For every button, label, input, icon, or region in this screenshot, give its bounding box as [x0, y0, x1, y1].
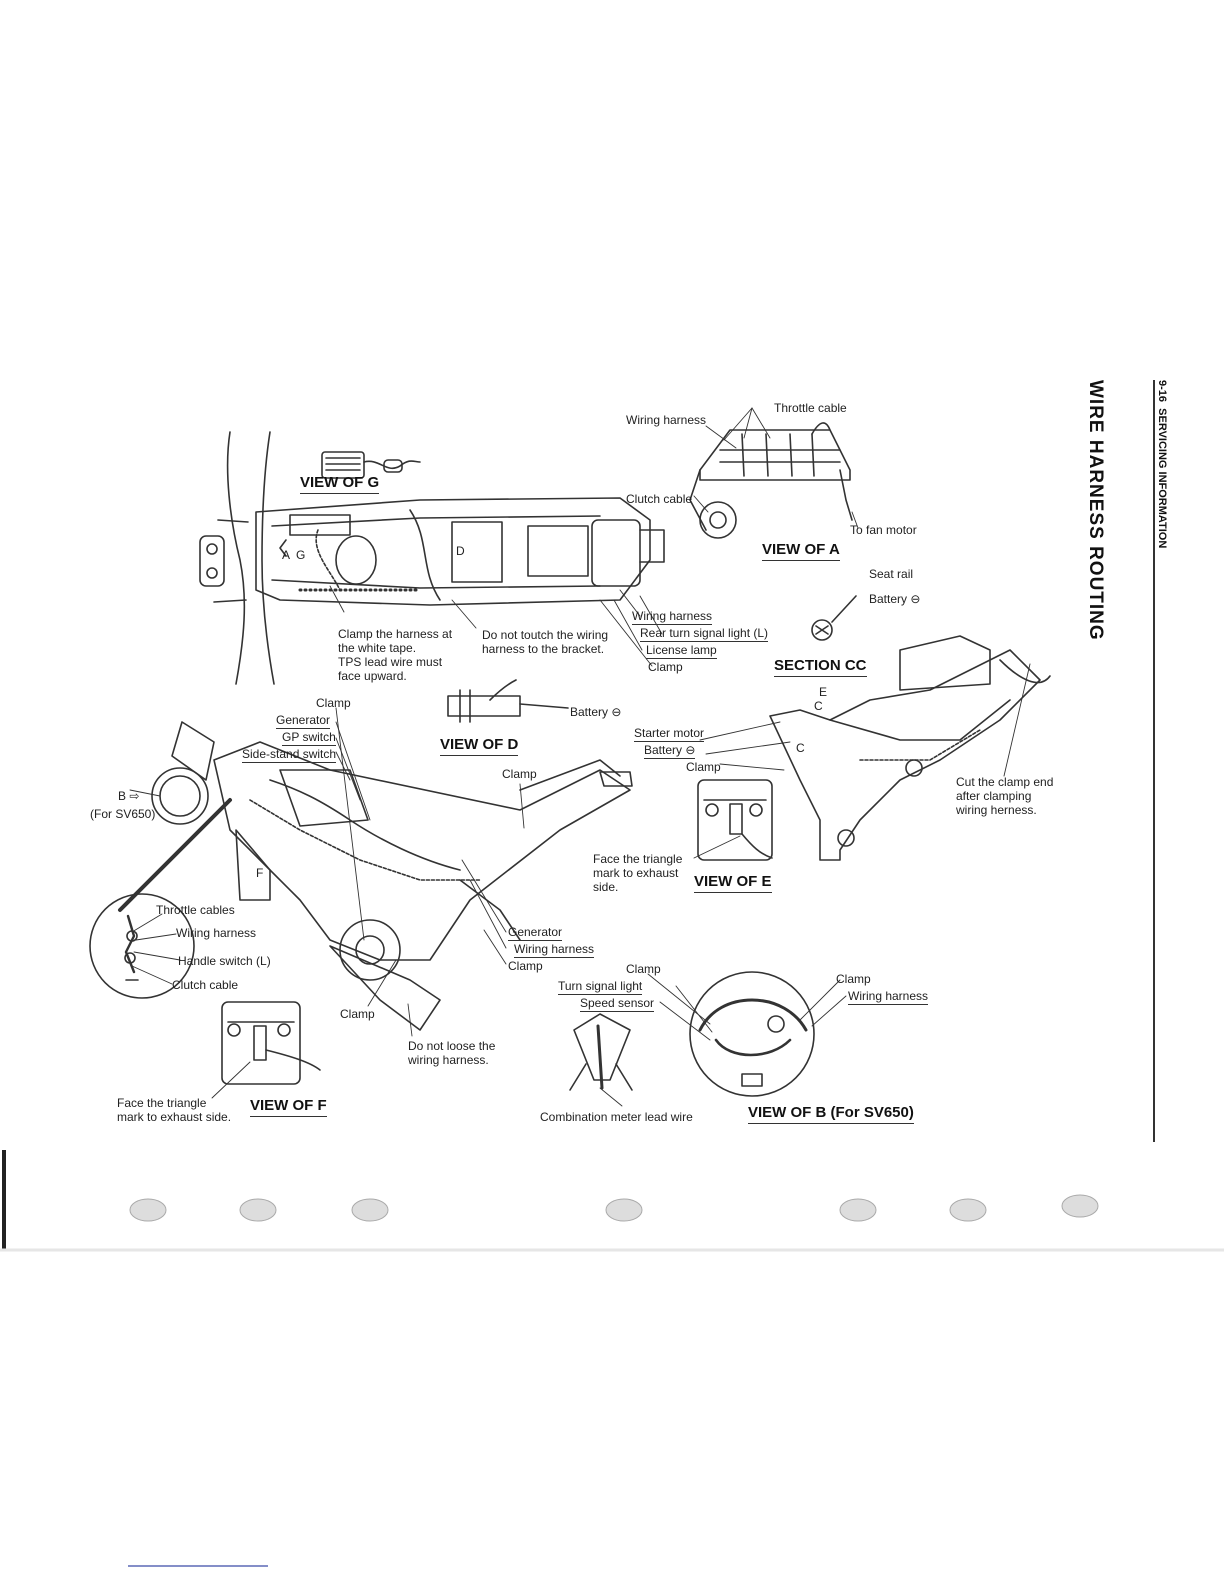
- view-f-note: Face the triangle mark to exhaust side.: [117, 1096, 231, 1124]
- view-f-note-line: mark to exhaust side.: [117, 1110, 232, 1124]
- view-a-to-fan-motor: To fan motor: [850, 523, 917, 537]
- view-e-note-line: Face the triangle: [593, 852, 683, 866]
- letter-c-top: C: [814, 699, 823, 713]
- view-d-battery: Battery ⊖: [570, 705, 622, 719]
- view-e-part: [697, 779, 773, 861]
- bracket-note: Do not toutch the wiring harness to the …: [482, 628, 608, 656]
- turn-signal-label: Turn signal light: [558, 979, 643, 995]
- view-e-note-line: side.: [593, 880, 619, 894]
- side-stand-switch-label: Side-stand switch: [242, 747, 337, 763]
- headlight-detail: [689, 971, 815, 1097]
- clamp-note-line: Clamp the harness at: [338, 627, 453, 641]
- section-cc-part: [811, 595, 857, 641]
- top-view-motorcycle: [199, 431, 665, 685]
- view-g-part: [321, 451, 421, 479]
- bracket-note-line: Do not toutch the wiring: [482, 628, 609, 642]
- meter-lead-label: Combination meter lead wire: [540, 1110, 693, 1124]
- letter-a: A: [282, 548, 291, 562]
- leader-lines: [129, 407, 1031, 1107]
- rear-clamp-label: Clamp: [686, 760, 721, 774]
- lower-clamp-label: Clamp: [508, 959, 543, 973]
- do-not-loose-line: Do not loose the: [408, 1039, 496, 1053]
- do-not-loose-note: Do not loose the wiring harness.: [408, 1039, 495, 1067]
- headlight-wiring-harness: Wiring harness: [848, 989, 929, 1005]
- headlight-clamp-left: Clamp: [626, 962, 661, 976]
- view-e-note-line: mark to exhaust: [593, 866, 679, 880]
- bracket-note-line: harness to the bracket.: [482, 642, 605, 656]
- side-generator-label: Generator: [276, 713, 331, 729]
- page-number: 9-16: [1156, 380, 1168, 403]
- side-gp-switch-label: GP switch: [282, 730, 336, 746]
- throttle-cables-label: Throttle cables: [156, 903, 235, 917]
- punch-holes: [129, 1194, 1099, 1222]
- lower-wiring-harness-label: Wiring harness: [514, 942, 595, 958]
- page-title: WIRE HARNESS ROUTING: [1084, 380, 1106, 641]
- view-a-clutch-cable: Clutch cable: [626, 492, 693, 506]
- clamp-note: Clamp the harness at the white tape. TPS…: [338, 627, 452, 683]
- do-not-loose-line: wiring harness.: [408, 1053, 489, 1067]
- handle-wiring-harness-label: Wiring harness: [176, 926, 257, 940]
- handle-clutch-cable-label: Clutch cable: [172, 978, 239, 992]
- cut-note-line: Cut the clamp end: [956, 775, 1054, 789]
- letter-e: E: [819, 685, 828, 699]
- section-header: 9-16 SERVICING INFORMATION: [1156, 380, 1168, 548]
- view-d-part: [447, 679, 569, 723]
- letter-f: F: [256, 866, 264, 880]
- view-f-note-line: Face the triangle: [117, 1096, 207, 1110]
- section-cc-title: SECTION CC: [774, 657, 867, 677]
- speed-sensor-label: Speed sensor: [580, 996, 655, 1012]
- letter-d: D: [456, 544, 465, 558]
- clamp-note-line: the white tape.: [338, 641, 417, 655]
- clamp-note-line: TPS lead wire must: [338, 655, 443, 669]
- label-license-lamp: License lamp: [646, 643, 717, 659]
- for-sv650-label: (For SV650): [90, 807, 156, 821]
- view-b-title: VIEW OF B (For SV650): [748, 1104, 914, 1124]
- lower-generator-label: Generator: [508, 925, 563, 941]
- view-a-title: VIEW OF A: [762, 541, 840, 561]
- starter-motor-label: Starter motor: [634, 726, 705, 742]
- page-title-text: WIRE HARNESS ROUTING: [1085, 380, 1106, 641]
- frame-clamp-label: Clamp: [502, 767, 537, 781]
- view-e-title: VIEW OF E: [694, 873, 772, 893]
- view-a-part: [689, 422, 853, 539]
- handlebar-detail: [89, 893, 195, 999]
- handle-switch-label: Handle switch (L): [178, 954, 271, 968]
- clamp-note-line: face upward.: [338, 669, 407, 683]
- side-clamp-label: Clamp: [316, 696, 351, 710]
- side-view-motorcycle: [118, 721, 633, 1031]
- view-g-title: VIEW OF G: [300, 474, 380, 494]
- cut-note-line: wiring herness.: [956, 803, 1037, 817]
- label-rear-turn-signal: Rear turn signal light (L): [640, 626, 769, 642]
- view-f-part: [221, 1001, 321, 1085]
- cut-note-line: after clamping: [956, 789, 1032, 803]
- letter-c-side: C: [796, 741, 805, 755]
- headlight-clamp-right: Clamp: [836, 972, 871, 986]
- section-cc-battery: Battery ⊖: [869, 592, 921, 606]
- label-clamp: Clamp: [648, 660, 683, 674]
- bottom-clamp-label: Clamp: [340, 1007, 375, 1021]
- seat-rail-label: Seat rail: [869, 567, 914, 581]
- rear-battery-label: Battery ⊖: [644, 743, 696, 759]
- view-a-throttle-cable: Throttle cable: [774, 401, 847, 415]
- letter-g: G: [296, 548, 306, 562]
- label-wiring-harness: Wiring harness: [632, 609, 713, 625]
- section-name: SERVICING INFORMATION: [1156, 408, 1168, 549]
- cut-clamp-note: Cut the clamp end after clamping wiring …: [956, 775, 1053, 817]
- view-d-title: VIEW OF D: [440, 736, 519, 756]
- rear-frame: [769, 635, 1051, 861]
- b-arrow-label: B ⇨: [118, 789, 140, 803]
- view-a-wiring-harness: Wiring harness: [626, 413, 707, 427]
- view-e-note: Face the triangle mark to exhaust side.: [593, 852, 682, 894]
- meter-lead-part: [569, 1013, 633, 1091]
- view-f-title: VIEW OF F: [250, 1097, 327, 1117]
